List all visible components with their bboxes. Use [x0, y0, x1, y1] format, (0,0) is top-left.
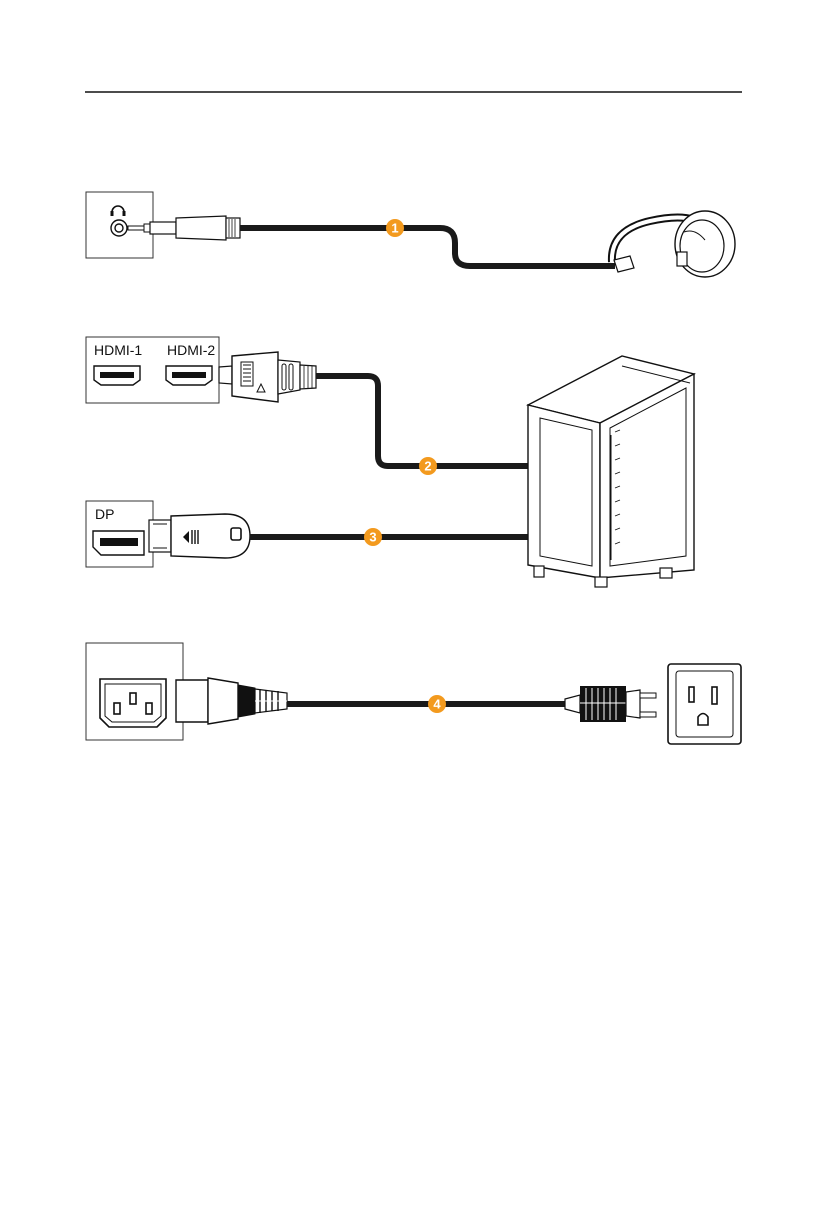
- headphones: [612, 211, 735, 277]
- pc-tower: [528, 356, 694, 587]
- badge-3-number: 3: [369, 530, 376, 545]
- power-inlet-panel: [86, 643, 183, 740]
- hdmi-1-port: [94, 366, 140, 385]
- hdmi-port-panel: HDMI-1 HDMI-2: [86, 337, 219, 403]
- audio-jack-port: [111, 220, 127, 236]
- hdmi-logo-icon: [241, 362, 253, 386]
- badge-2: 2: [419, 457, 437, 475]
- hdmi-1-label: HDMI-1: [94, 342, 142, 358]
- audio-cable: [240, 228, 615, 266]
- wall-outlet: [668, 664, 741, 744]
- badge-4: 4: [428, 695, 446, 713]
- power-cord-plug: [176, 678, 287, 724]
- headphone-jack-panel: [86, 192, 153, 258]
- badge-3: 3: [364, 528, 382, 546]
- badge-1: 1: [386, 219, 404, 237]
- badge-4-number: 4: [433, 697, 441, 712]
- displayport-panel: DP: [86, 501, 153, 567]
- wall-plug: [565, 686, 656, 722]
- displayport-port: [93, 531, 144, 555]
- hdmi-2-port: [166, 366, 212, 385]
- displayport-plug: [149, 514, 250, 558]
- hdmi-cable: [316, 376, 530, 466]
- badge-2-number: 2: [424, 459, 431, 474]
- displayport-logo-icon: [231, 528, 241, 540]
- hdmi-plug: [219, 352, 316, 402]
- badge-1-number: 1: [391, 221, 398, 236]
- dp-label: DP: [95, 506, 114, 522]
- hdmi-2-label: HDMI-2: [167, 342, 215, 358]
